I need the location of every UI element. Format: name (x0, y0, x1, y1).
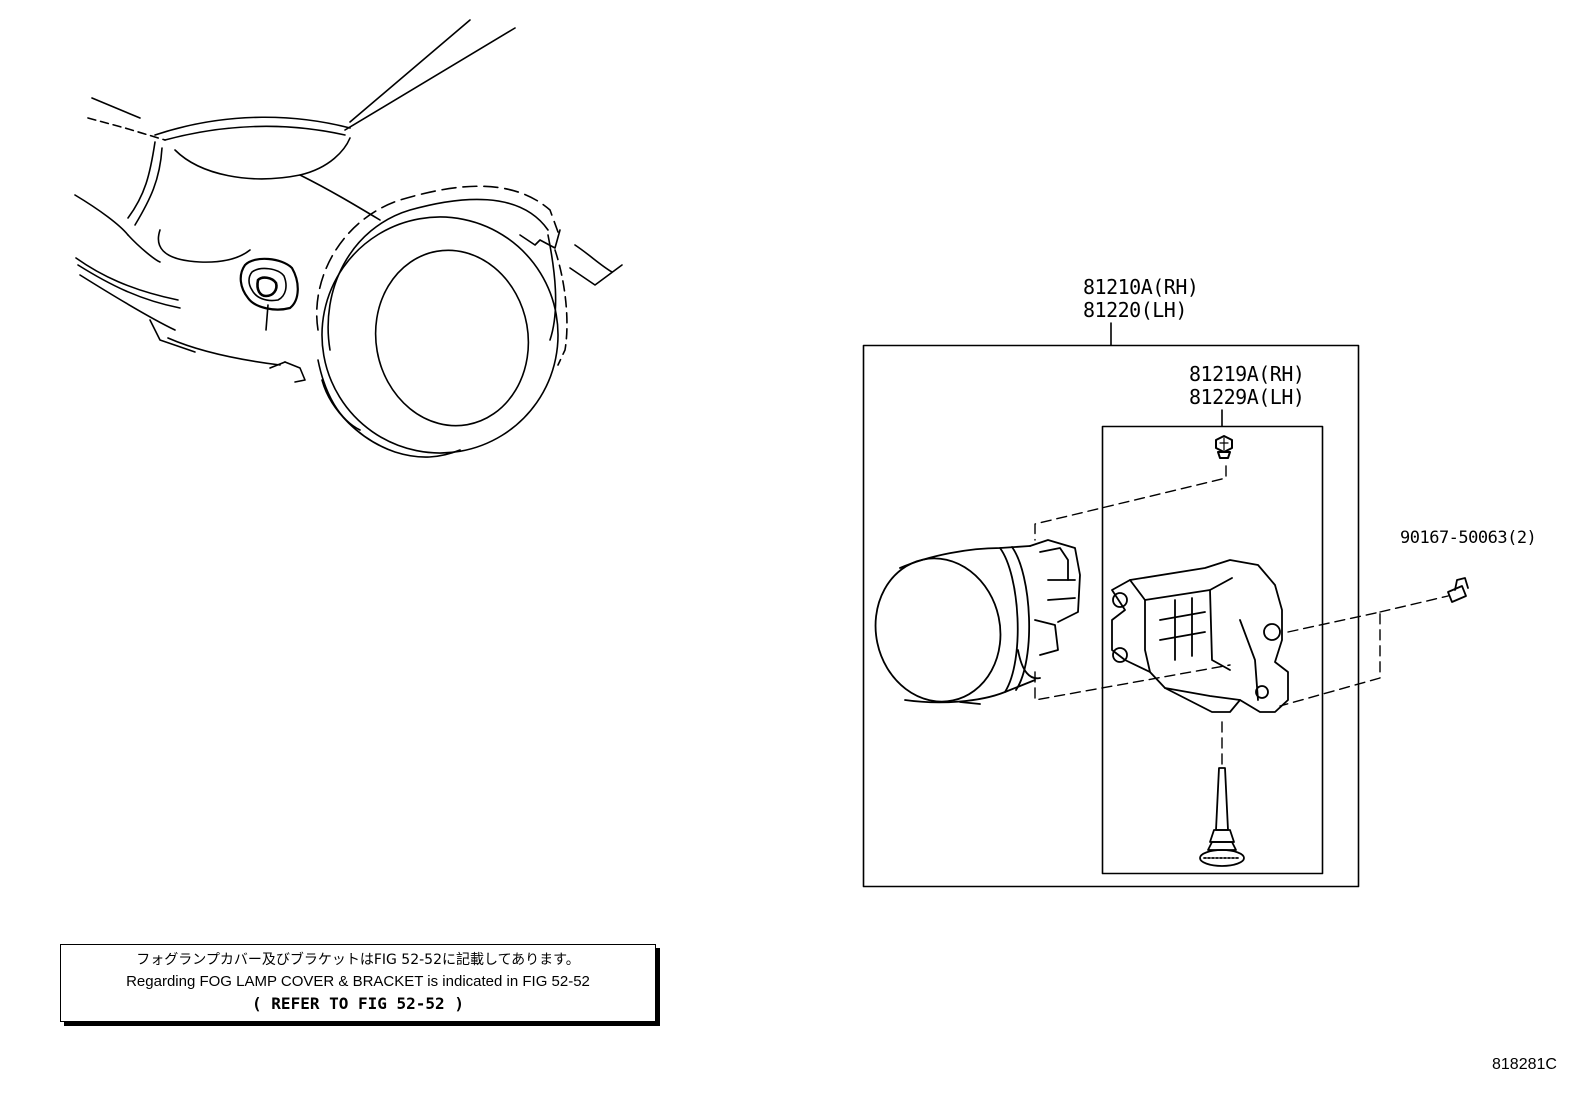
note-japanese: フォグランプカバー及びブラケットはFIG 52-52に記載してあります。 (136, 952, 580, 968)
part-label-bracket-rh: 81219A(RH) (1189, 362, 1305, 386)
figure-id: 818281C (1492, 1056, 1557, 1073)
fog-lamp-bracket (1111, 559, 1289, 713)
part-label-bracket-lh: 81229A(LH) (1189, 385, 1305, 409)
bolt-icon (1447, 577, 1469, 603)
fog-lamp-unit (874, 539, 1081, 705)
assembly-guide-lines (1034, 465, 1449, 769)
part-label-fog-lamp-lh: 81220(LH) (1083, 298, 1187, 322)
reference-note: フォグランプカバー及びブラケットはFIG 52-52に記載してあります。 Reg… (60, 944, 656, 1022)
note-english: Regarding FOG LAMP COVER & BRACKET is in… (126, 973, 590, 990)
bracket-box (1101, 425, 1324, 875)
nut-icon (1215, 435, 1233, 459)
bulb-socket-icon (1199, 767, 1245, 867)
part-label-bolt: 90167-50063(2) (1400, 528, 1537, 548)
part-label-fog-lamp-rh: 81210A(RH) (1083, 275, 1199, 299)
vehicle-front-sketch (74, 19, 623, 458)
note-reference: ( REFER TO FIG 52-52 ) (252, 994, 464, 1013)
fog-lamp-explosion (862, 322, 1469, 888)
